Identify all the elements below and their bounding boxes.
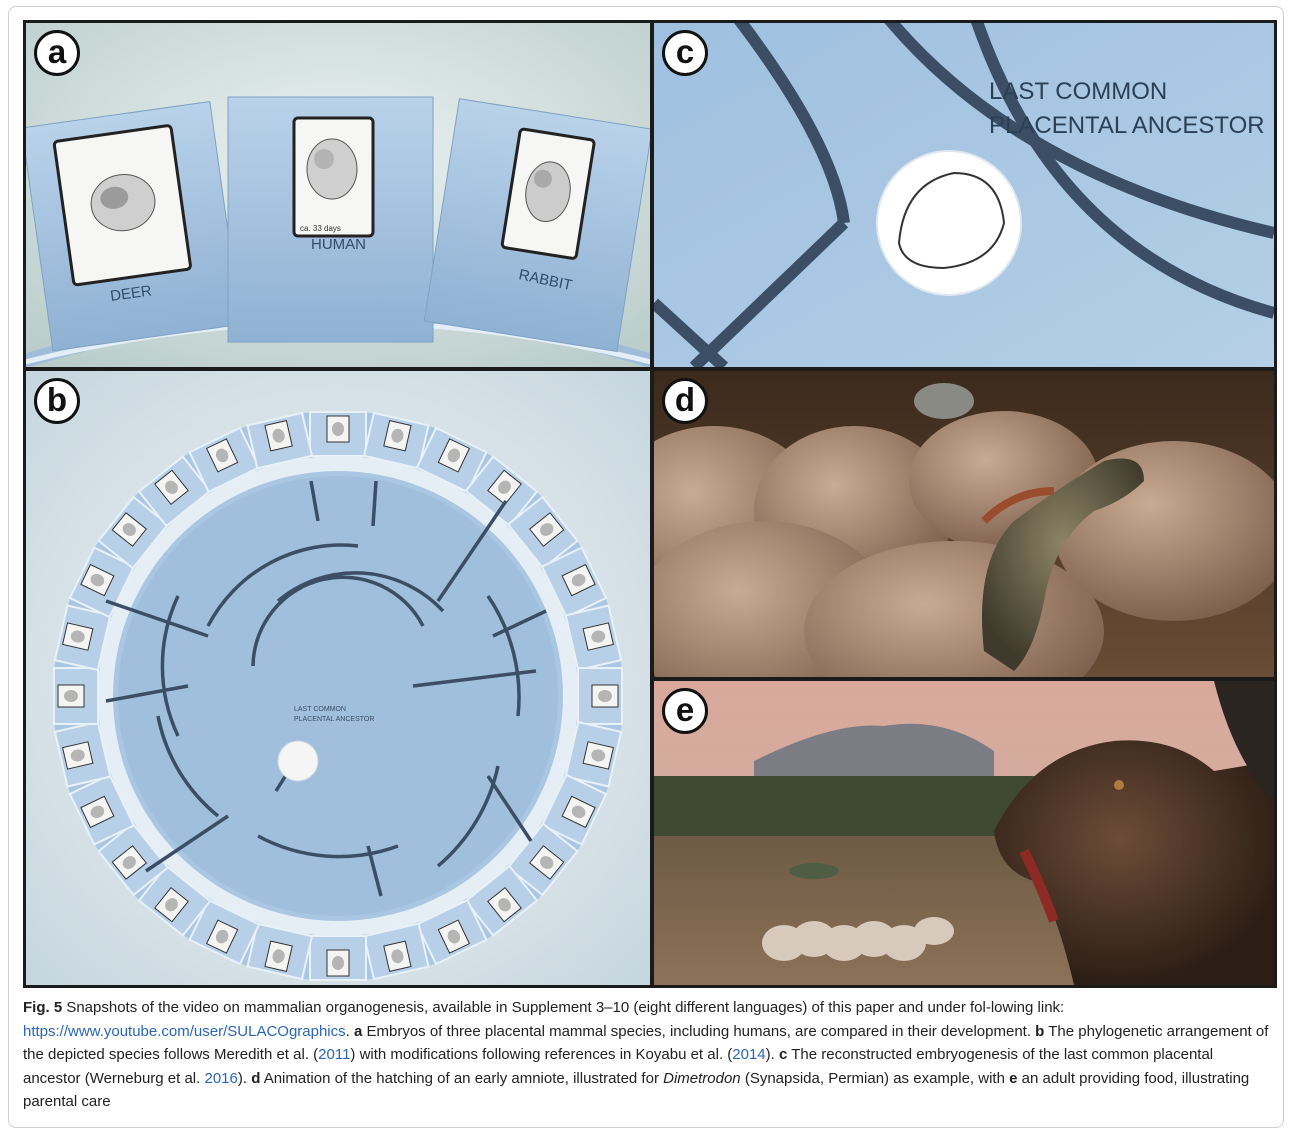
species-tile <box>362 411 430 470</box>
caption-label-c: c <box>779 1046 788 1063</box>
species-tile <box>464 864 539 937</box>
caption-label-e: e <box>1009 1069 1018 1087</box>
caption-link[interactable]: https://www.youtube.com/user/SULACOgraph… <box>23 1022 346 1040</box>
ancestor-label-line-1: LAST COMMON <box>294 706 346 713</box>
species-tile <box>309 935 367 981</box>
species-tile <box>97 822 170 897</box>
panel-label-e: e <box>662 688 708 734</box>
panel-a-scene: DEER HUMAN RABBIT ca. 33 days <box>26 23 650 367</box>
panel-c-scene: LAST COMMON PLACENTAL ANCESTOR <box>654 23 1274 367</box>
panel-label-d: d <box>662 378 708 424</box>
figure-5: DEER HUMAN RABBIT ca. 33 days a LAST COM… <box>23 20 1277 988</box>
deer-card <box>26 100 242 352</box>
caption-text-c-2: ). <box>237 1069 252 1087</box>
panel-c: LAST COMMON PLACENTAL ANCESTOR c <box>654 23 1274 367</box>
species-tile <box>415 426 488 494</box>
species-tile <box>464 455 539 528</box>
caption-text-b-2: ) with modifications following reference… <box>350 1046 733 1063</box>
panel-label-b: b <box>34 378 80 424</box>
species-tile <box>246 922 314 981</box>
human-card <box>227 96 434 343</box>
ancestor-label-line-2: PLACENTAL ANCESTOR <box>294 716 374 723</box>
species-tile <box>577 667 623 725</box>
caption-label-b: b <box>1035 1022 1045 1040</box>
caption-label-a: a <box>353 1022 363 1040</box>
caption-ref-2014[interactable]: 2014 <box>732 1046 766 1063</box>
caption-text-2: . <box>345 1022 354 1040</box>
species-tile <box>415 898 488 966</box>
figure-caption: Fig. 5 Snapshots of the video on mammali… <box>23 996 1273 1114</box>
caption-ref-2011[interactable]: 2011 <box>318 1046 351 1063</box>
panel-d: d <box>654 371 1274 677</box>
caption-text-1: Snapshots of the video on mammalian orga… <box>62 999 1065 1016</box>
panel-b-scene: LAST COMMON PLACENTAL ANCESTOR <box>26 371 650 985</box>
species-tile <box>362 922 430 981</box>
title-line-2: PLACENTAL ANCESTOR <box>989 112 1265 139</box>
caption-text-e: an adult providing food, illustrating pa… <box>23 1069 1250 1111</box>
species-tile <box>564 604 623 672</box>
title-line-1: LAST COMMON <box>989 78 1167 105</box>
species-tile <box>188 898 261 966</box>
species-tile <box>540 773 608 846</box>
species-tile <box>68 773 136 846</box>
card-note: ca. 33 days <box>300 224 341 233</box>
species-tile <box>309 411 367 457</box>
panel-d-scene <box>654 371 1274 677</box>
caption-text-b-3: ). <box>765 1046 779 1063</box>
species-tile <box>68 546 136 619</box>
species-tile <box>97 495 170 570</box>
caption-text-d-1: Animation of the hatching of an early am… <box>260 1069 664 1087</box>
rabbit-card <box>423 98 650 353</box>
species-tile <box>246 411 314 470</box>
species-tile <box>188 426 261 494</box>
species-tile <box>53 604 112 672</box>
species-tile <box>540 546 608 619</box>
caption-label-d: d <box>251 1069 261 1087</box>
card-label-deer: DEER <box>109 282 153 305</box>
panel-e-scene <box>654 681 1274 985</box>
panel-label-a: a <box>34 30 80 76</box>
caption-text-a: Embryos of three placental mammal specie… <box>362 1022 1036 1040</box>
species-tile <box>137 864 212 937</box>
species-tile <box>506 495 579 570</box>
caption-text-c-1: The reconstructed embryogenesis of the l… <box>23 1046 1214 1087</box>
species-tile <box>564 720 623 788</box>
species-tiles <box>53 411 623 981</box>
caption-text-b-1: The phylogenetic arrangement of the depi… <box>23 1022 1269 1064</box>
species-tile <box>53 667 99 725</box>
panel-label-c: c <box>662 30 708 76</box>
caption-fig-label: Fig. 5 <box>23 999 63 1016</box>
species-tile <box>506 822 579 897</box>
caption-ref-2016[interactable]: 2016 <box>204 1069 238 1087</box>
species-tile <box>137 455 212 528</box>
panel-e: e <box>654 681 1274 985</box>
card-label-human: HUMAN <box>311 236 366 253</box>
caption-taxon: Dimetrodon <box>663 1069 741 1087</box>
page-frame <box>8 6 1284 1128</box>
phylogeny-tree <box>105 480 547 897</box>
panel-b: LAST COMMON PLACENTAL ANCESTOR b <box>26 371 650 985</box>
caption-text-d-2: (Synapsida, Permian) as example, with <box>740 1069 1010 1087</box>
species-tile <box>53 720 112 788</box>
panel-a: DEER HUMAN RABBIT ca. 33 days a <box>26 23 650 367</box>
